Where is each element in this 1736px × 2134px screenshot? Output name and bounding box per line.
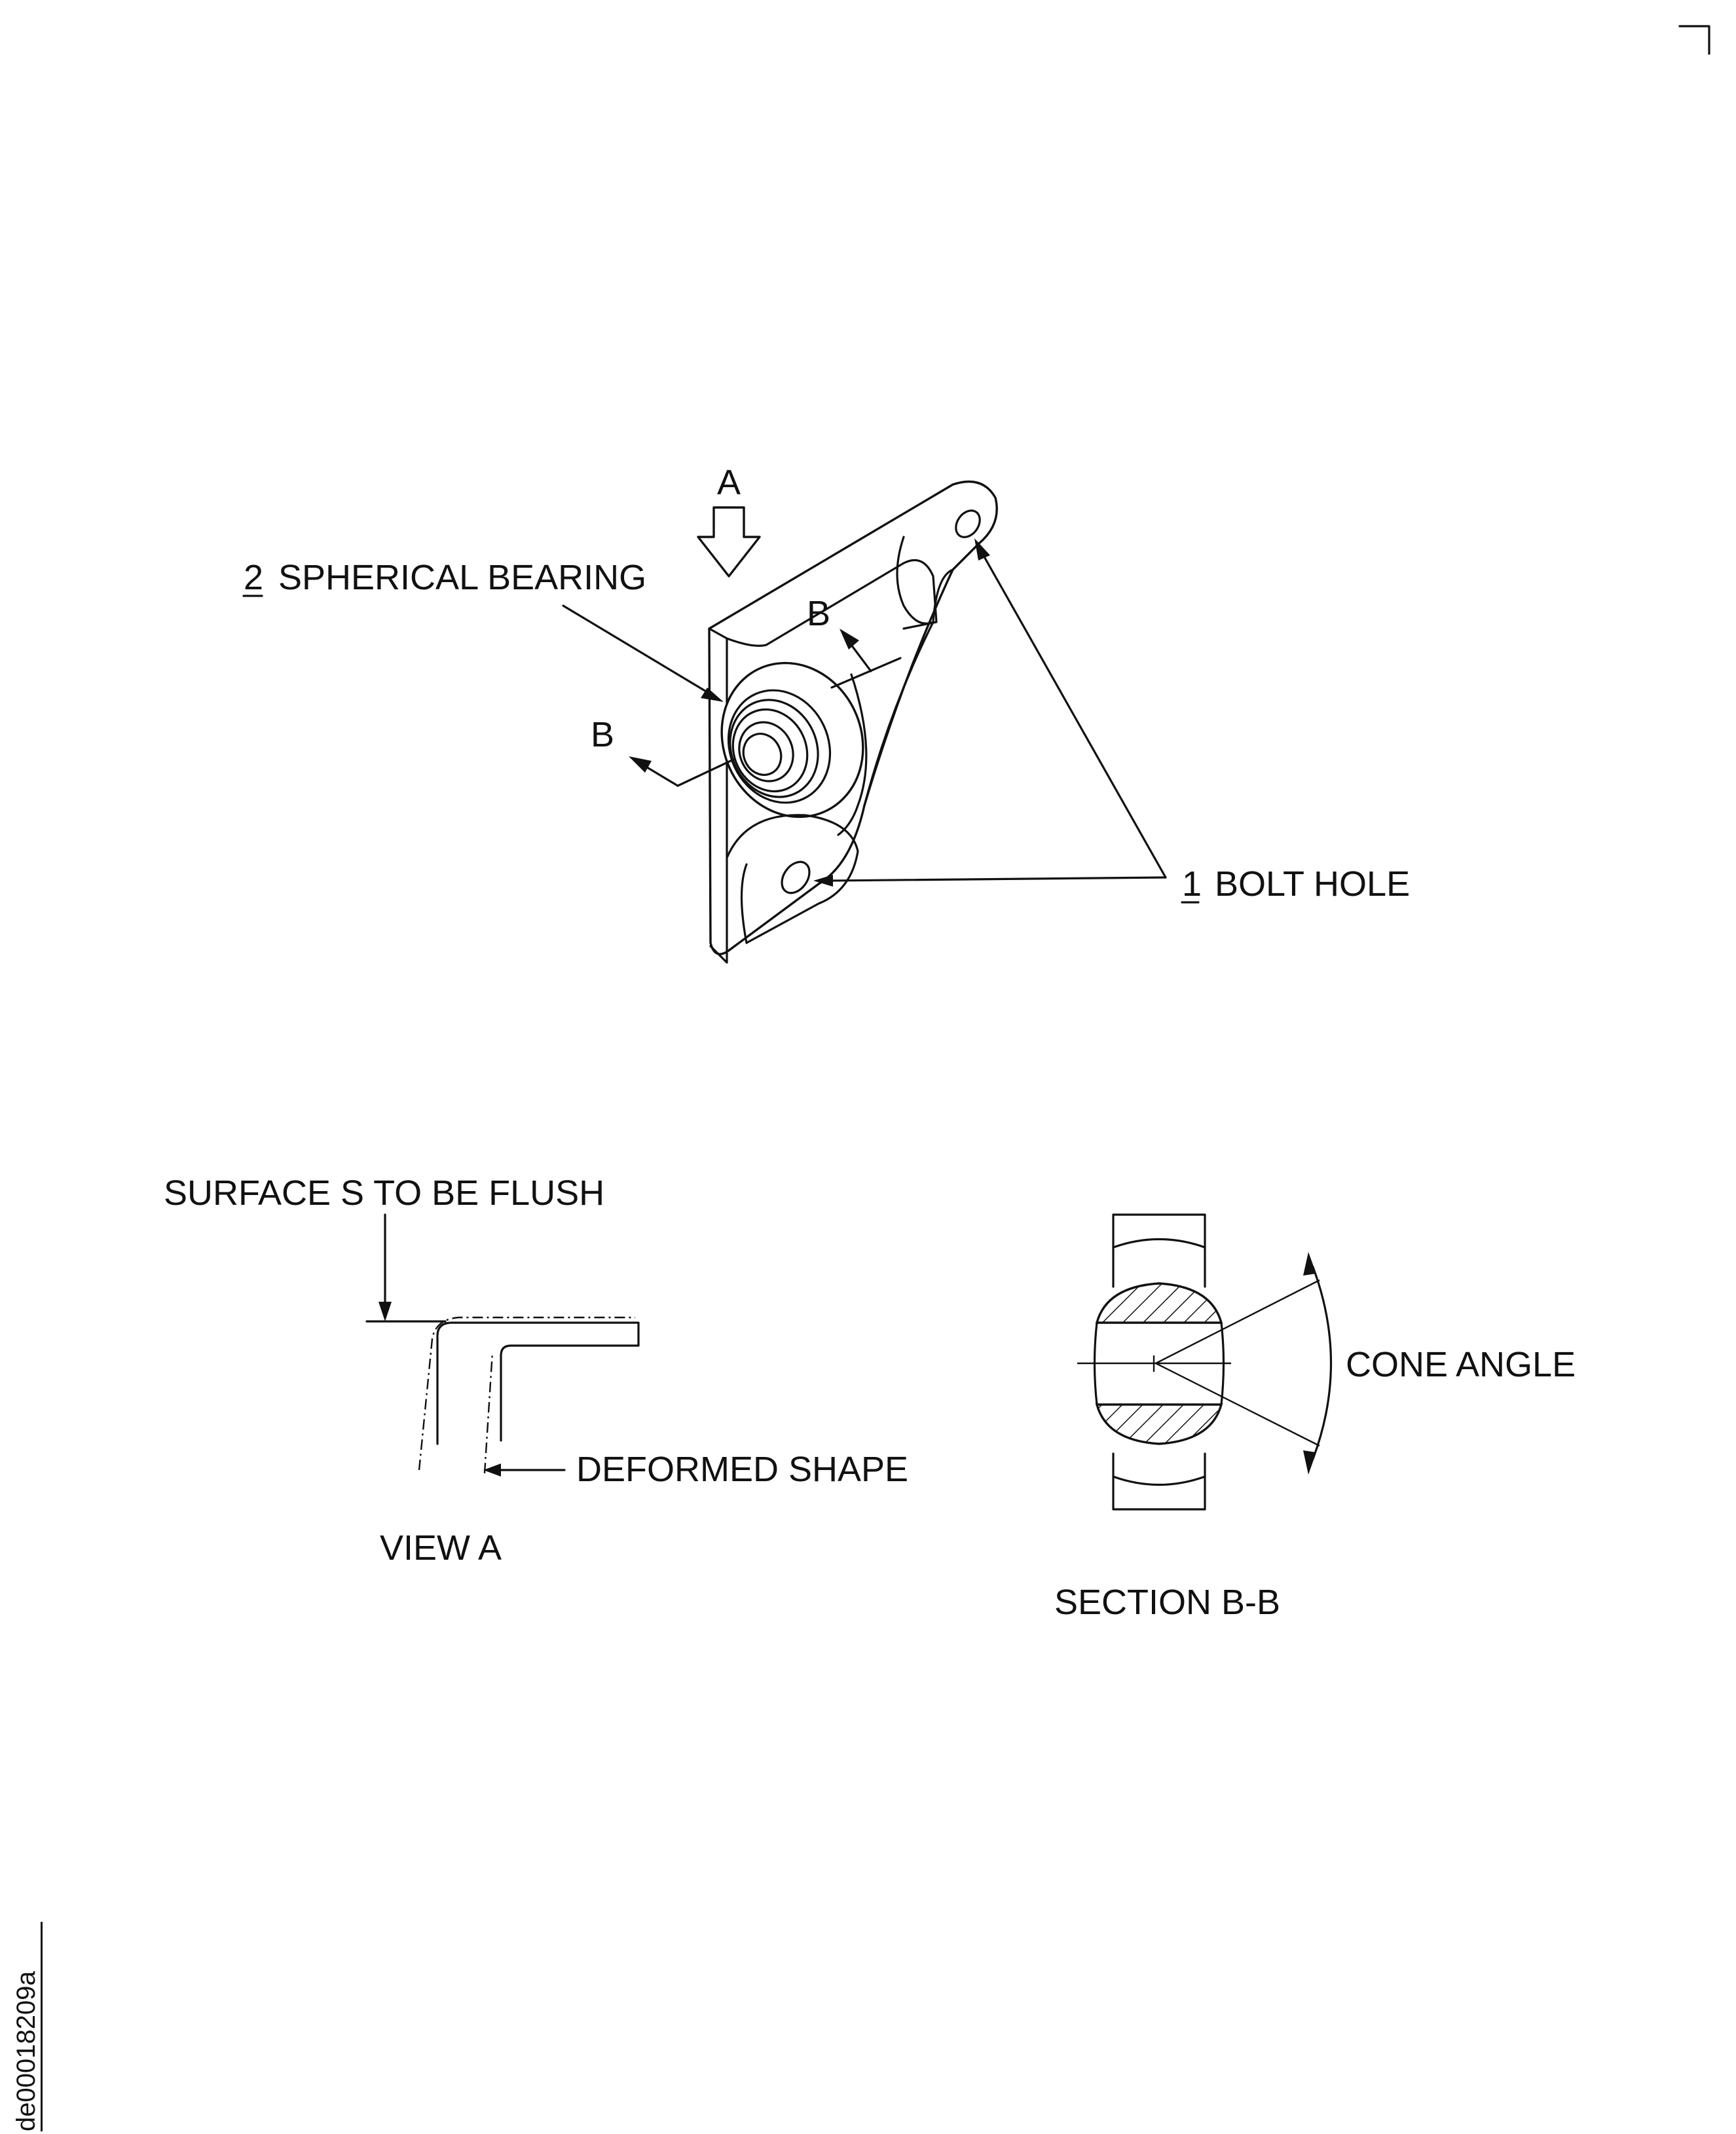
view-a-caption: VIEW A [380, 1528, 502, 1568]
bolt-hole-leaders [813, 538, 1167, 887]
section-bb-caption: SECTION B-B [1054, 1583, 1280, 1622]
cone-angle-label: CONE ANGLE [1346, 1345, 1576, 1384]
section-b-upper-letter: B [807, 594, 830, 633]
deformed-shape-label: DEFORMED SHAPE [576, 1450, 908, 1489]
section-bb-drawing [1077, 1213, 1333, 1511]
section-b-lower-letter: B [591, 715, 614, 754]
bracket-part [676, 480, 998, 964]
spherical-bearing-label: SPHERICAL BEARING [278, 558, 646, 597]
bolt-hole-index: 1 [1182, 864, 1202, 904]
document-id-bar [41, 1922, 43, 2131]
view-a-drawing [365, 1213, 640, 1477]
corner-crop-mark [1678, 25, 1710, 55]
view-a-letter: A [717, 463, 741, 502]
document-id: de00018209a [12, 1971, 41, 2131]
section-b-arrow-upper [840, 629, 872, 672]
spherical-bearing-index: 2 [244, 558, 263, 597]
view-a-arrow [697, 506, 761, 578]
section-b-arrow-lower [629, 756, 679, 787]
bolt-hole-label: BOLT HOLE [1215, 864, 1410, 904]
surface-flush-label: SURFACE S TO BE FLUSH [164, 1173, 604, 1213]
spherical-bearing-leader [562, 604, 724, 702]
